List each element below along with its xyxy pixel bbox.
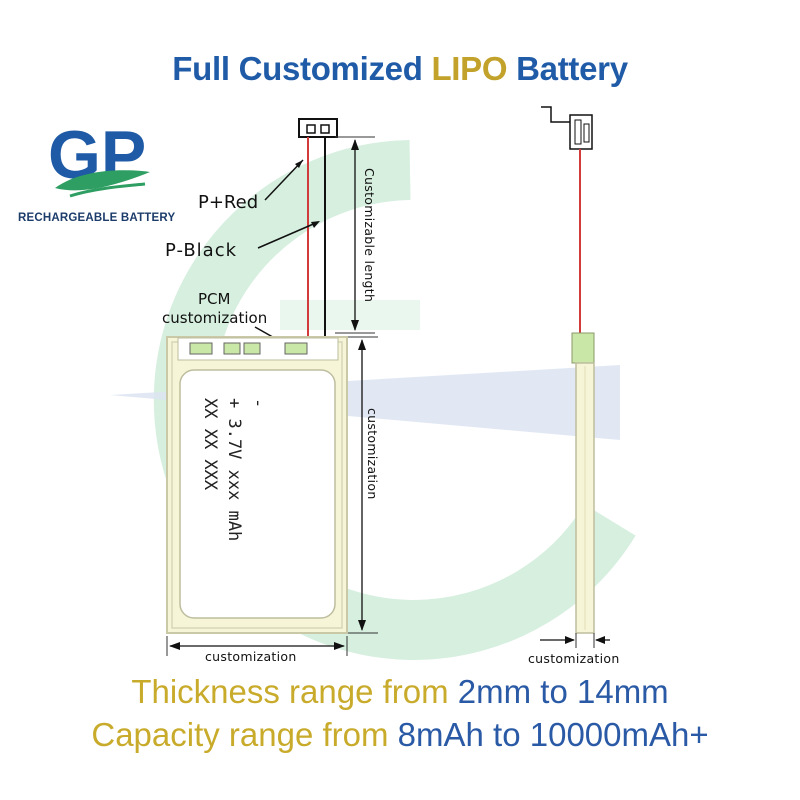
capacity-spec-value: 8mAh to 10000mAh+ xyxy=(397,716,709,753)
thickness-spec-value: 2mm to 14mm xyxy=(457,673,669,710)
pcm-label: PCM xyxy=(198,290,231,308)
cell-print-line2: + 3.7V xxx mAh xyxy=(224,398,244,542)
customizable-length-label: Customizable length xyxy=(362,168,377,303)
thickness-customization-label: customization xyxy=(528,651,620,666)
thickness-spec-label: Thickness range from xyxy=(131,673,458,710)
page-title: Full Customized LIPO Battery xyxy=(172,50,628,87)
side-pcm xyxy=(571,332,595,364)
thickness-spec: Thickness range from 2mm to 14mm xyxy=(0,673,800,711)
cell-inner xyxy=(179,369,336,619)
cell-print-line1: - xyxy=(248,398,268,409)
title-highlight: LIPO xyxy=(431,50,508,87)
logo-caption: RECHARGEABLE BATTERY xyxy=(18,212,176,224)
capacity-spec: Capacity range from 8mAh to 10000mAh+ xyxy=(0,716,800,754)
cell-print-line3: XX XX XXX xyxy=(200,398,220,491)
capacity-spec-label: Capacity range from xyxy=(91,716,398,753)
pcm-customization-label: customization xyxy=(162,309,268,327)
p-black-label: P-Black xyxy=(165,240,238,261)
p-red-label: P+Red xyxy=(198,192,259,213)
height-customization-label: customization xyxy=(365,408,380,500)
gp-logo: GP xyxy=(45,105,150,205)
width-customization-label: customization xyxy=(205,649,297,664)
